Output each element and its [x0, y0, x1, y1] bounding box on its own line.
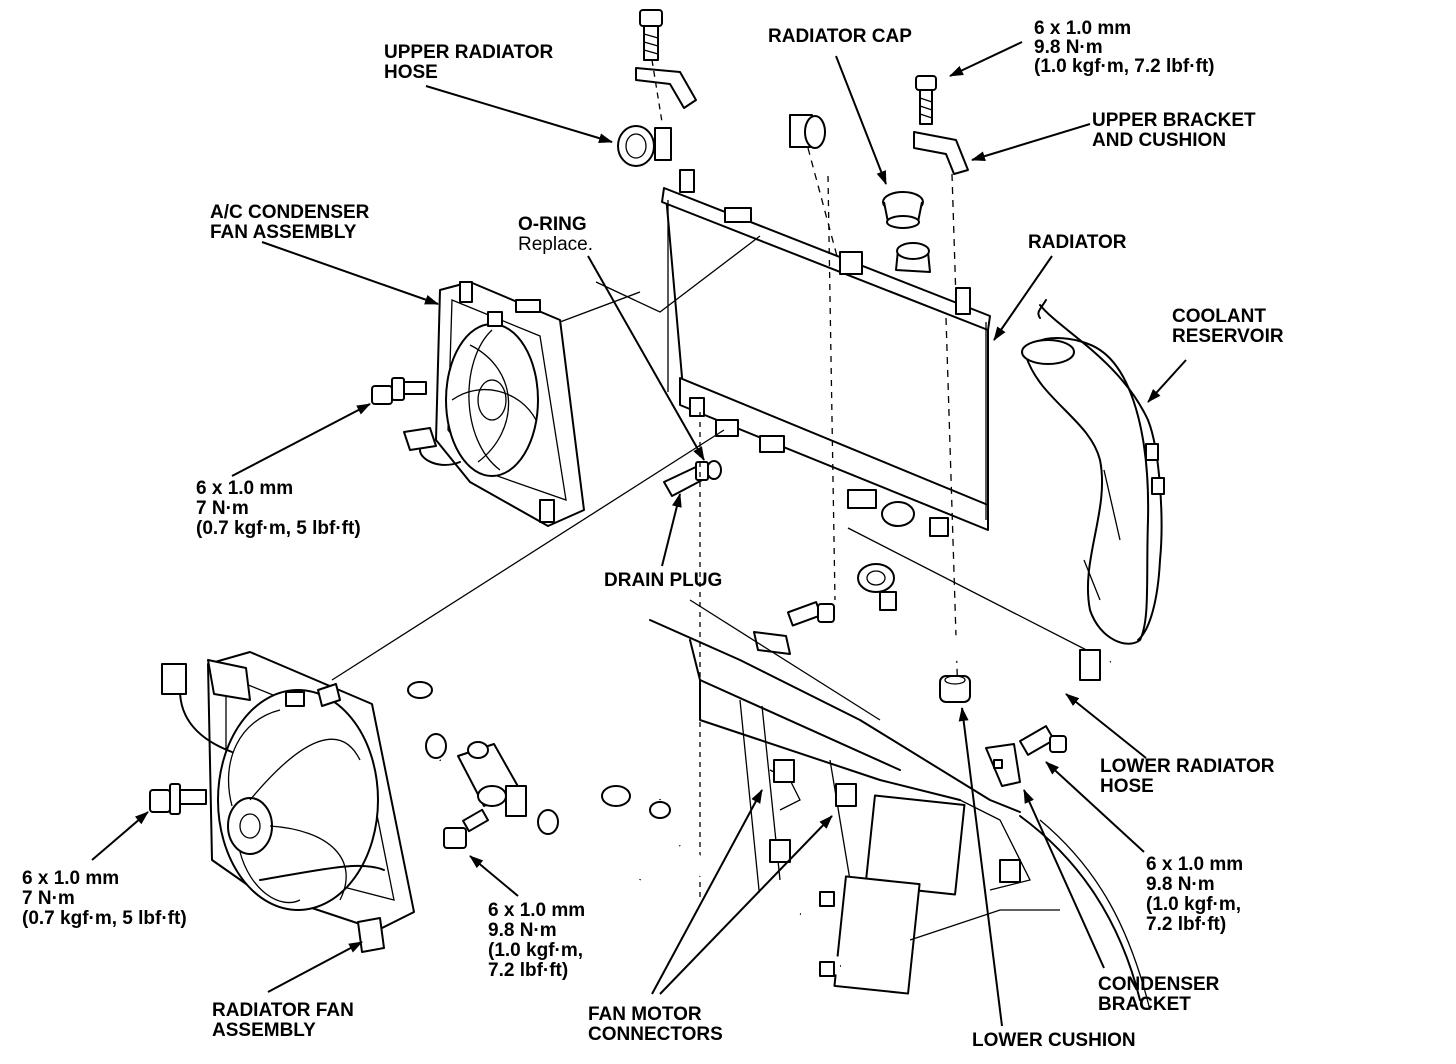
label-torque-condenser-bracket-3: (1.0 kgf·m, [1146, 894, 1241, 915]
label-lower-cushion: LOWER CUSHION [972, 1030, 1136, 1051]
label-ac-condenser-fan-1: A/C CONDENSER [210, 202, 370, 223]
label-radiator: RADIATOR [1028, 232, 1127, 253]
coolant-reservoir [1021, 299, 1165, 645]
label-coolant-reservoir-1: COOLANT [1172, 306, 1266, 327]
label-torque-bottom-center-3: (1.0 kgf·m, [488, 940, 583, 961]
label-torque-radiator-fan-1: 6 x 1.0 mm [22, 868, 119, 889]
label-torque-bottom-center-2: 9.8 N·m [488, 920, 557, 941]
label-torque-ac-fan-2: 7 N·m [196, 498, 249, 519]
label-upper-bracket-2: AND CUSHION [1092, 130, 1226, 151]
bottom-center-bolt [443, 808, 490, 849]
upper-left-bracket-bolt [753, 601, 835, 655]
label-lower-radiator-hose-2: HOSE [1100, 776, 1154, 797]
label-radiator-fan-assembly-1: RADIATOR FAN [212, 1000, 354, 1021]
drain-plug [663, 461, 709, 497]
label-torque-bottom-center-1: 6 x 1.0 mm [488, 900, 585, 921]
label-torque-upper-right-1: 6 x 1.0 mm [1034, 18, 1131, 39]
o-ring [706, 460, 722, 480]
label-o-ring-note: Replace. [518, 234, 593, 255]
label-radiator-fan-assembly-2: ASSEMBLY [212, 1020, 316, 1041]
label-torque-upper-right-3: (1.0 kgf·m, 7.2 lbf·ft) [1034, 56, 1215, 77]
label-radiator-cap: RADIATOR CAP [768, 26, 912, 47]
label-torque-upper-right-2: 9.8 N·m [1034, 37, 1103, 58]
label-coolant-reservoir-2: RESERVOIR [1172, 326, 1284, 347]
leader-arrows [91, 41, 1187, 1027]
label-torque-bottom-center-4: 7.2 lbf·ft) [488, 960, 568, 981]
label-upper-radiator-hose-1: UPPER RADIATOR [384, 42, 554, 63]
label-torque-condenser-bracket-1: 6 x 1.0 mm [1146, 854, 1243, 875]
label-torque-ac-fan-1: 6 x 1.0 mm [196, 478, 293, 499]
label-condenser-bracket-1: CONDENSER [1098, 974, 1220, 995]
label-torque-radiator-fan-3: (0.7 kgf·m, 5 lbf·ft) [22, 908, 187, 929]
lower-radiator-hose [857, 563, 1117, 681]
label-o-ring: O-RING [518, 214, 587, 235]
label-torque-condenser-bracket-2: 9.8 N·m [1146, 874, 1215, 895]
label-torque-radiator-fan-2: 7 N·m [22, 888, 75, 909]
lower-hose-pieces [407, 681, 645, 891]
label-fan-motor-connectors-1: FAN MOTOR [588, 1004, 702, 1025]
label-lower-radiator-hose-1: LOWER RADIATOR [1100, 756, 1275, 777]
radiator [661, 169, 991, 537]
vehicle-frame [624, 599, 1151, 1011]
condenser-bracket [985, 725, 1067, 787]
upper-radiator-hose [617, 114, 826, 167]
label-drain-plug: DRAIN PLUG [604, 570, 722, 591]
label-upper-bracket-1: UPPER BRACKET [1092, 110, 1256, 131]
label-upper-radiator-hose-2: HOSE [384, 62, 438, 83]
upper-hose-bolt [635, 9, 697, 123]
lower-cushion [939, 675, 971, 703]
radiator-fan-bolt [149, 783, 207, 815]
radiator-cap [882, 191, 924, 229]
ac-condenser-fan-assembly [403, 281, 585, 527]
ac-fan-bolt [371, 377, 427, 405]
label-torque-condenser-bracket-4: 7.2 lbf·ft) [1146, 914, 1226, 935]
upper-bracket-and-cushion [807, 75, 969, 301]
label-torque-ac-fan-3: (0.7 kgf·m, 5 lbf·ft) [196, 518, 361, 539]
label-condenser-bracket-2: BRACKET [1098, 994, 1191, 1015]
label-ac-condenser-fan-2: FAN ASSEMBLY [210, 222, 357, 243]
radiator-fan-assembly [161, 651, 415, 953]
label-fan-motor-connectors-2: CONNECTORS [588, 1024, 723, 1045]
